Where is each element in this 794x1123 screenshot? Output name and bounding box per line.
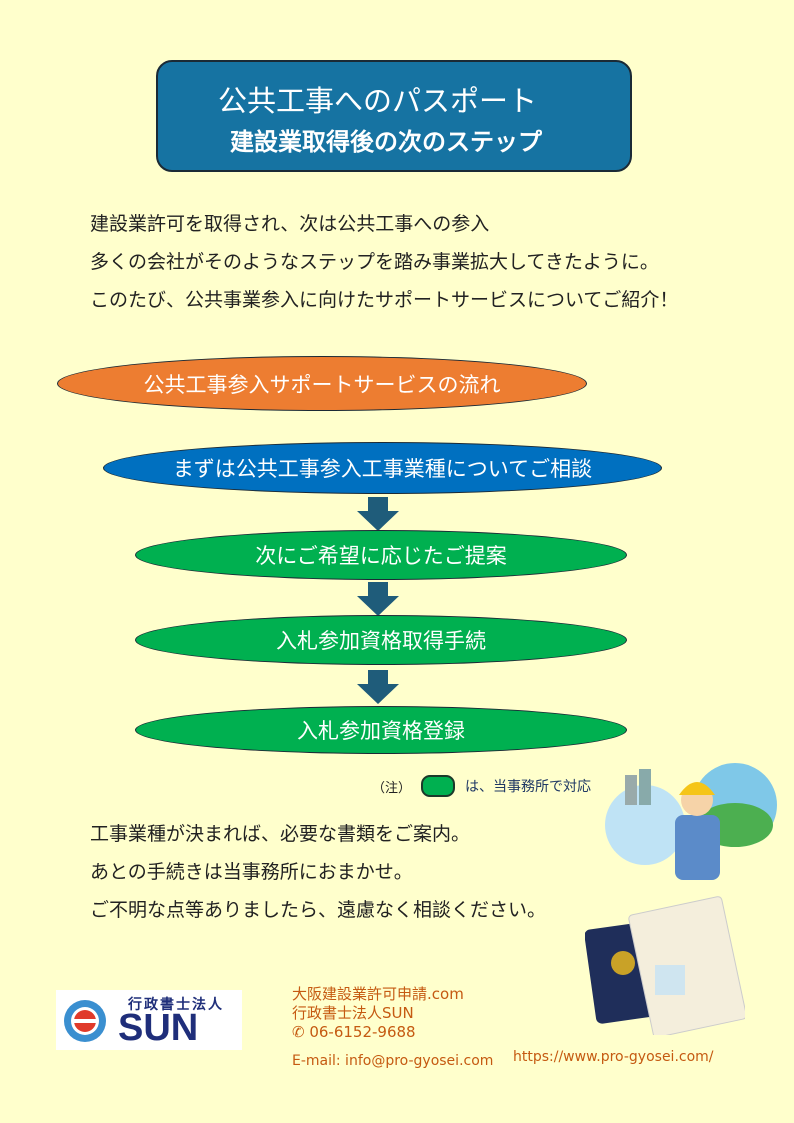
passport-illustration	[585, 896, 745, 1035]
website-link[interactable]: https://www.pro-gyosei.com/	[513, 1049, 714, 1065]
flow-step-consult: まずは公共工事参入工事業種についてご相談	[103, 442, 662, 494]
title-main: 公共工事へのパスポート	[218, 84, 538, 118]
outro-line: あとの手続きは当事務所におまかせ。	[90, 861, 413, 883]
company-name: 行政書士法人SUN	[292, 1004, 414, 1022]
company-logo: 行政書士法人 SUN	[56, 990, 242, 1050]
phone-number[interactable]: 06-6152-9688	[309, 1023, 416, 1041]
outro-line: ご不明な点等ありましたら、遠慮なく相談ください。	[90, 899, 547, 921]
outro-text: 工事業種が決まれば、必要な書類をご案内。 あとの手続きは当事務所におまかせ。 ご…	[90, 815, 546, 929]
title-box: 公共工事へのパスポート 建設業取得後の次のステップ	[156, 60, 632, 172]
intro-line: 多くの会社がそのようなステップを踏み事業拡大してきたように。	[90, 251, 659, 273]
site-name: 大阪建設業許可申請.com	[292, 985, 464, 1003]
intro-text: 建設業許可を取得され、次は公共工事への参入 多くの会社がそのようなステップを踏み…	[90, 205, 678, 319]
flow-header: 公共工事参入サポートサービスの流れ	[57, 356, 587, 411]
phone-row: ✆ 06-6152-9688	[292, 1023, 464, 1042]
down-arrow-icon	[357, 582, 399, 616]
flow-step-proposal: 次にご希望に応じたご提案	[135, 530, 627, 580]
contact-block: 大阪建設業許可申請.com 行政書士法人SUN ✆ 06-6152-9688	[292, 985, 464, 1042]
down-arrow-icon	[357, 670, 399, 704]
logo-main-text: SUN	[118, 1007, 199, 1049]
intro-line: 建設業許可を取得され、次は公共工事への参入	[90, 213, 490, 235]
green-pill-legend	[421, 775, 456, 797]
legend-note: （注） は、当事務所で対応	[372, 775, 591, 797]
note-prefix: （注）	[372, 780, 412, 796]
logo-top-text: 行政書士法人	[128, 997, 224, 1013]
outro-line: 工事業種が決まれば、必要な書類をご案内。	[90, 823, 471, 845]
phone-icon: ✆	[292, 1023, 310, 1041]
title-sub: 建設業取得後の次のステップ	[230, 128, 542, 156]
email-link[interactable]: E-mail: info@pro-gyosei.com	[292, 1053, 494, 1069]
flow-step-procedure: 入札参加資格取得手続	[135, 615, 627, 665]
flow-step-registration: 入札参加資格登録	[135, 706, 627, 754]
logo-emblem-icon	[64, 1000, 106, 1042]
intro-line: このたび、公共事業参入に向けたサポートサービスについてご紹介！	[90, 289, 679, 311]
construction-worker-illustration	[605, 763, 777, 880]
note-text: は、当事務所で対応	[465, 779, 592, 795]
down-arrow-icon	[357, 497, 399, 531]
